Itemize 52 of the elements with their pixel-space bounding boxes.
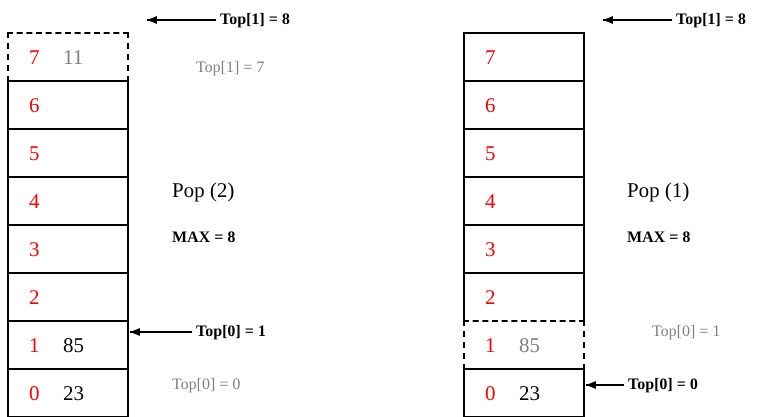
index-number: 1 (485, 333, 496, 357)
previous-pointer-note: Top[1] = 7 (196, 58, 264, 78)
stack-cell (7, 224, 129, 274)
stack-cell (7, 272, 129, 322)
arrow (603, 16, 672, 24)
pointer-label: Top[0] = 1 (196, 322, 266, 342)
stack-cell (7, 32, 129, 82)
stack-cell (463, 128, 585, 178)
index-number: 7 (485, 45, 496, 69)
stack-cell (7, 128, 129, 178)
previous-pointer-note: Top[0] = 0 (172, 375, 240, 395)
operation-label: Pop (1) (627, 179, 690, 201)
stack-cell (463, 224, 585, 274)
cell-value: 85 (519, 333, 540, 357)
pointer-label: Top[1] = 8 (676, 10, 746, 30)
cell-value: 23 (519, 381, 540, 405)
cell-value: 85 (63, 333, 84, 357)
index-number: 2 (29, 285, 40, 309)
previous-pointer-note: Top[0] = 1 (652, 322, 720, 342)
arrow (586, 381, 624, 389)
stack-cell (463, 32, 585, 82)
index-number: 2 (485, 285, 496, 309)
index-number: 7 (29, 45, 40, 69)
index-number: 4 (29, 189, 40, 213)
stack-cell (463, 368, 585, 417)
index-number: 5 (29, 141, 40, 165)
arrow (130, 328, 192, 336)
stack-cell (463, 320, 585, 370)
pointer-label: Top[1] = 8 (220, 10, 290, 30)
cell-value: 23 (63, 381, 84, 405)
index-number: 0 (485, 381, 496, 405)
index-number: 6 (485, 93, 496, 117)
index-number: 1 (29, 333, 40, 357)
operation-label: Pop (2) (172, 179, 234, 201)
stack-cell (7, 80, 129, 130)
index-number: 3 (485, 237, 496, 261)
index-number: 0 (29, 381, 40, 405)
stack-cell (7, 320, 129, 370)
index-number: 6 (29, 93, 40, 117)
max-size-label: MAX = 8 (172, 228, 236, 248)
index-number: 4 (485, 189, 496, 213)
index-number: 5 (485, 141, 496, 165)
cell-value: 11 (63, 45, 84, 69)
stack-cell (463, 176, 585, 226)
index-number: 3 (29, 237, 40, 261)
stack-cell (463, 272, 585, 322)
stack-cell (463, 80, 585, 130)
max-size-label: MAX = 8 (627, 228, 690, 248)
pointer-label: Top[0] = 0 (628, 375, 698, 395)
arrow (147, 16, 216, 24)
stack-cell (7, 368, 129, 417)
stack-cell (7, 176, 129, 226)
